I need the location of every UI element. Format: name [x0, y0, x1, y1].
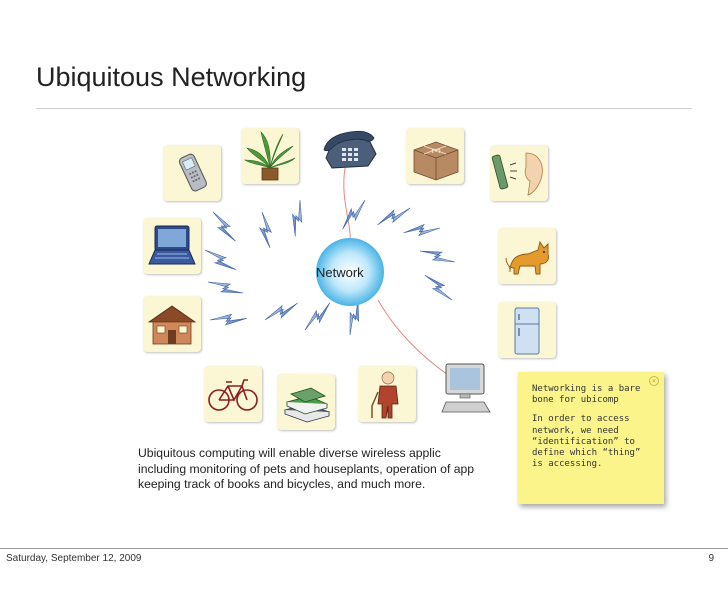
caption-line: keeping track of books and bicycles, and…: [138, 477, 426, 491]
diagram-caption: Ubiquitous computing will enable diverse…: [138, 446, 538, 493]
houseplant-icon: [244, 131, 296, 181]
title-divider: [36, 108, 692, 109]
laptop-tile: [143, 218, 201, 274]
refrigerator-tile: [498, 302, 556, 358]
phone-call-tile: [490, 145, 548, 201]
network-diagram: [202, 167, 458, 376]
computer-wire: [377, 299, 449, 376]
footer-date: Saturday, September 12, 2009: [6, 553, 142, 564]
refrigerator-icon: [514, 307, 540, 355]
package-icon: [413, 141, 459, 181]
person-on-phone-icon: [491, 152, 543, 196]
bicycle-icon: [208, 379, 258, 411]
network-label: Network: [316, 265, 364, 280]
caption-line: Ubiquitous computing will enable diverse…: [138, 446, 441, 460]
slide-title: Ubiquitous Networking: [36, 62, 307, 92]
elderly-person-icon: [371, 371, 399, 419]
parcel-tile: [406, 128, 464, 184]
sticky-close-icon[interactable]: ×: [649, 376, 659, 386]
telephone-tile: [320, 120, 384, 176]
house-icon: [147, 305, 197, 345]
cat-icon: [505, 240, 549, 275]
laptop-icon: [148, 225, 196, 265]
sticky-note-text: In order to access network, we need “ide…: [532, 414, 641, 470]
books-icon: [283, 387, 331, 423]
houseplant-tile: [241, 128, 299, 184]
cell-phone-icon: [178, 153, 207, 192]
computer-tile: [438, 360, 500, 422]
desk-phone-icon: [323, 130, 377, 169]
caption-line: including monitoring of pets and housepl…: [138, 461, 475, 476]
house-tile: [143, 296, 201, 352]
bicycle-tile: [204, 366, 262, 422]
books-tile: [277, 374, 335, 430]
elderly-person-tile: [358, 366, 416, 422]
page-number: 9: [708, 553, 714, 564]
network-hub: [316, 238, 384, 306]
sticky-note[interactable]: × Networking is a bare bone for ubicomp …: [518, 372, 664, 504]
phone-wire: [343, 167, 351, 243]
mobile-phone-tile: [163, 145, 221, 201]
cat-tile: [498, 228, 556, 284]
sticky-note-text: Networking is a bare bone for ubicomp: [532, 384, 641, 406]
slide: Ubiquitous Networking: [0, 62, 728, 549]
desktop-computer-icon: [441, 363, 491, 413]
